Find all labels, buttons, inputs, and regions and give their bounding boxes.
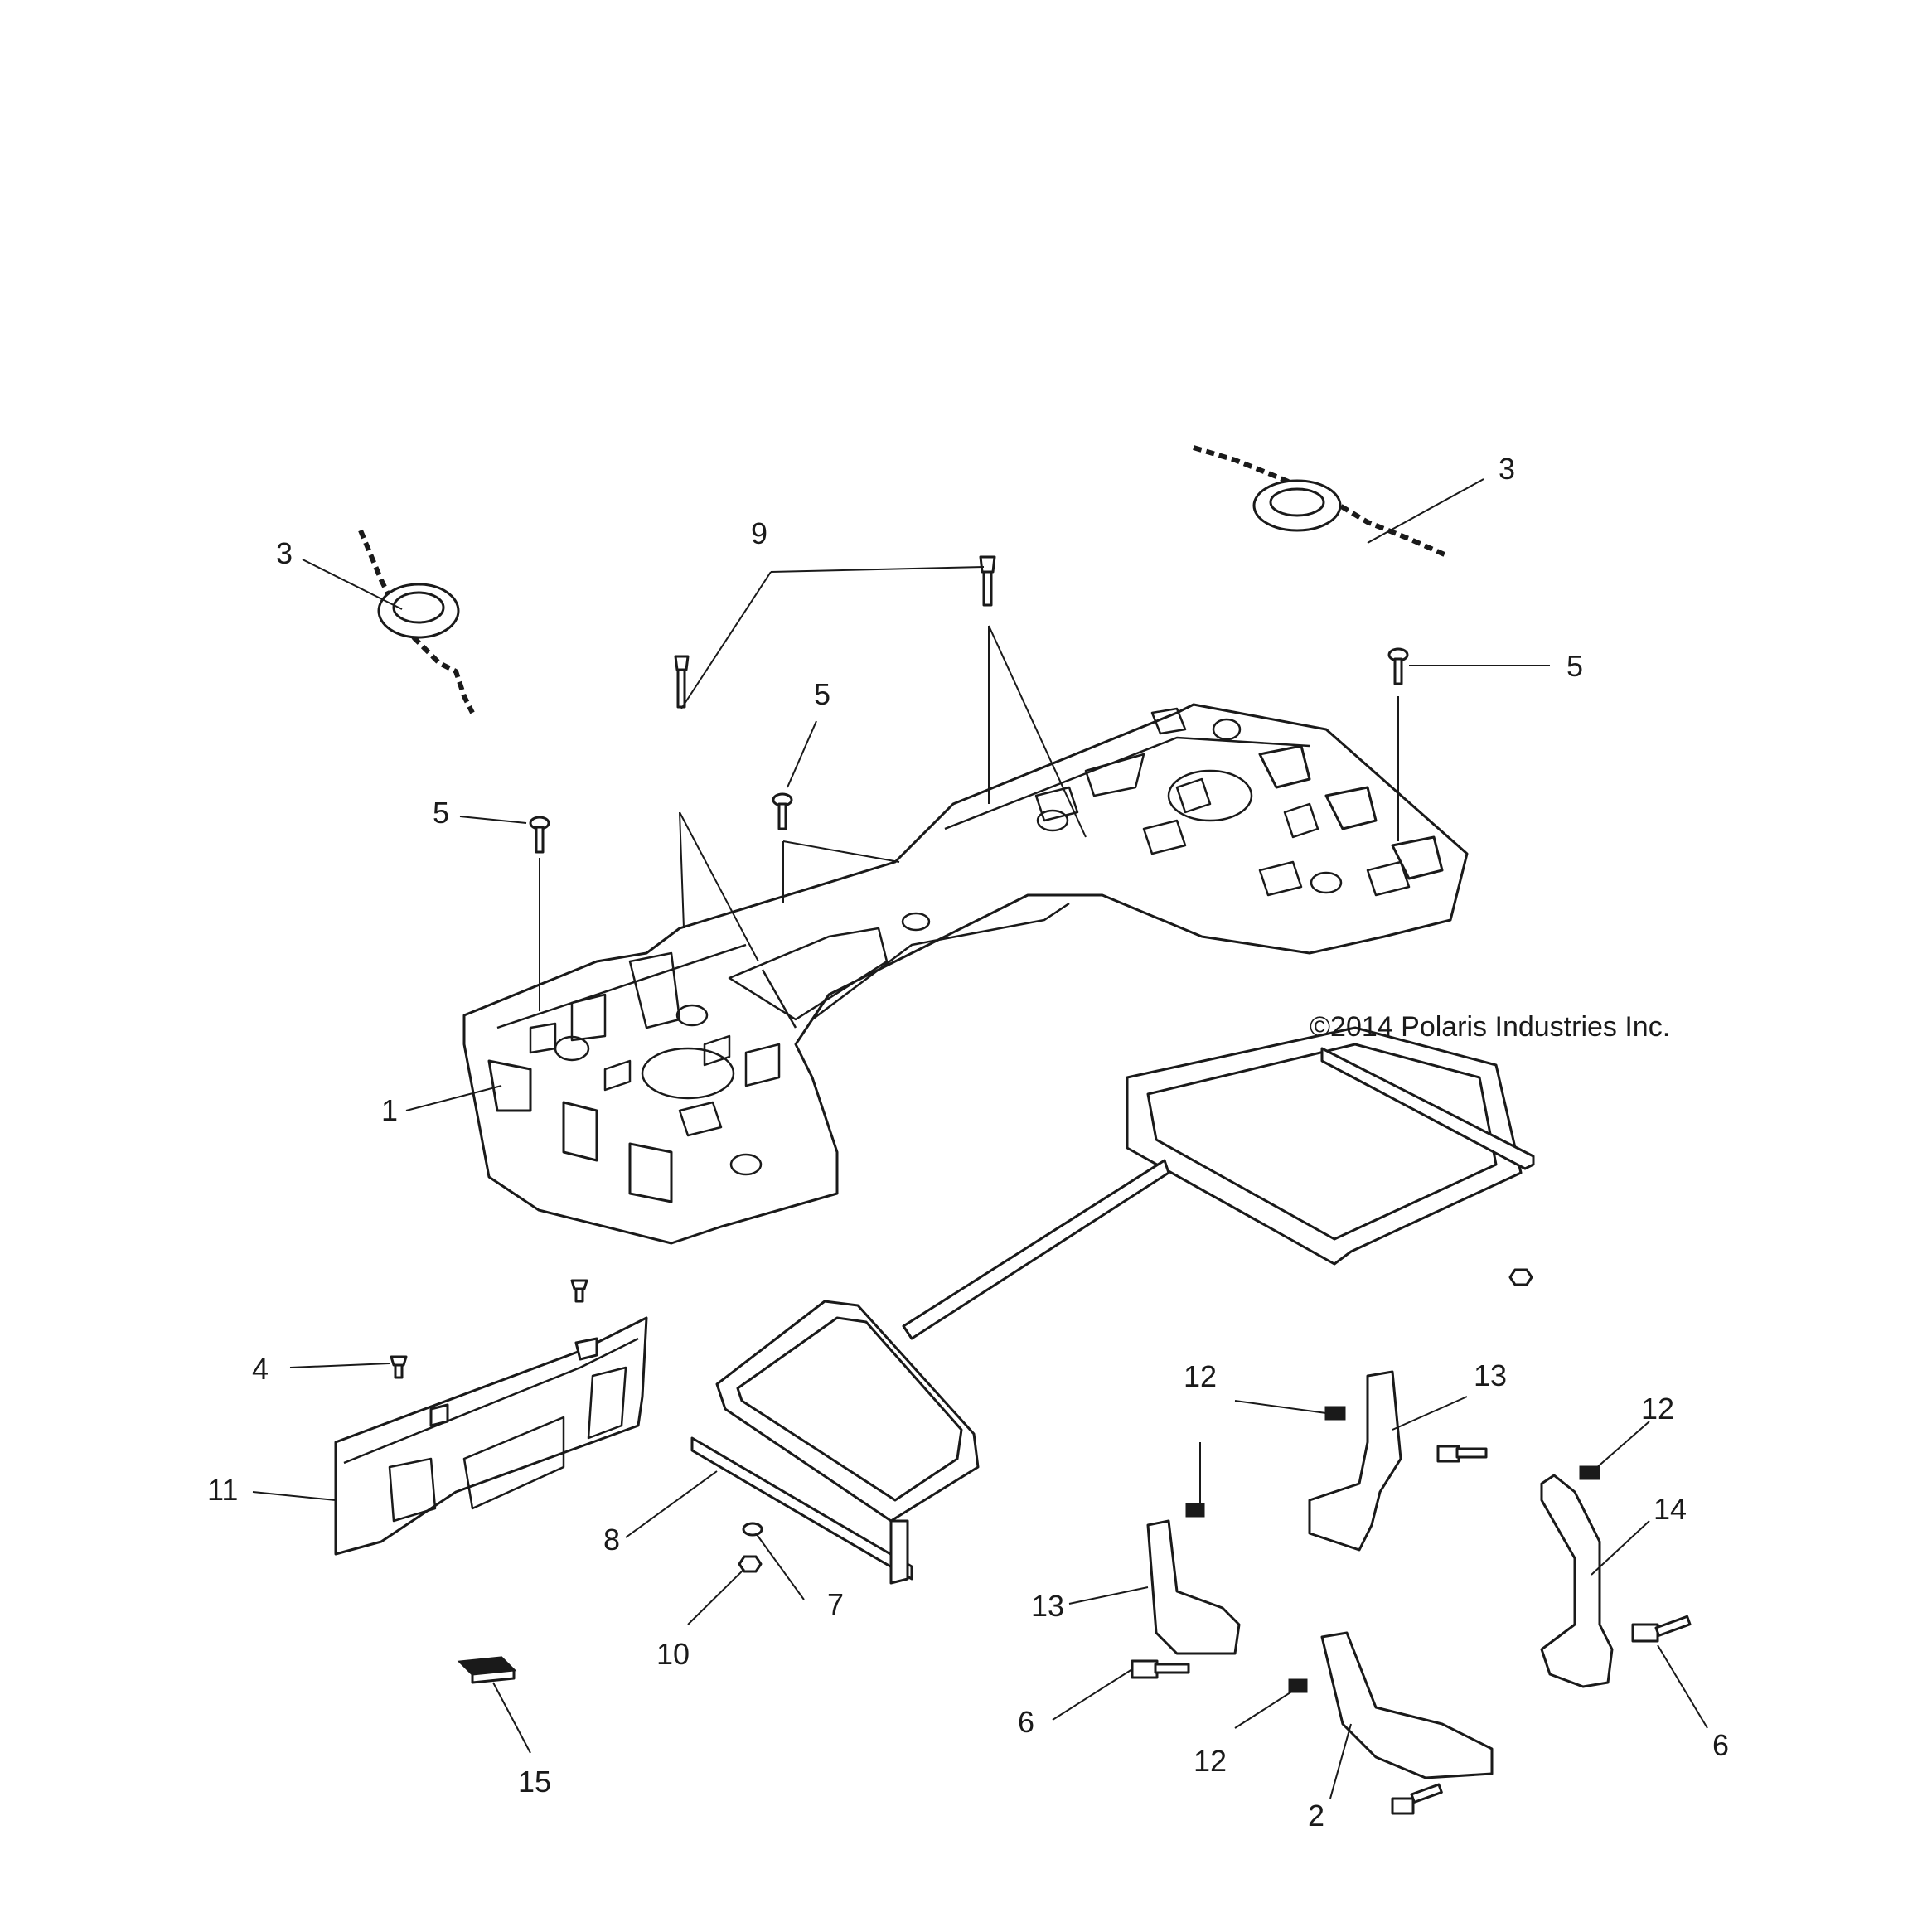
screw-5-left [529,816,550,854]
nut-right [1508,1268,1533,1286]
callout-6-left: 6 [1018,1705,1034,1739]
callout-15: 15 [518,1765,551,1799]
nut-10 [738,1555,763,1573]
washer-7 [742,1522,763,1537]
callout-5-middle: 5 [814,677,830,711]
screw-5-middle [772,792,793,830]
callout-5-left: 5 [433,796,449,830]
clip-12-b [1185,1503,1205,1518]
strap-3-left [358,529,475,714]
bolt-9-left [674,655,690,709]
clip-12-c [1579,1465,1600,1480]
pad-15 [457,1656,517,1684]
callout-3-left: 3 [276,536,293,570]
callout-6-right: 6 [1712,1728,1729,1762]
bracket-2 [1320,1631,1494,1779]
strap-3-right [1193,445,1448,558]
callout-12-bottom: 12 [1194,1744,1227,1778]
callout-2: 2 [1308,1799,1324,1833]
bolt-upper [1436,1445,1488,1463]
callout-8: 8 [603,1523,620,1557]
rear-panel [334,1316,648,1556]
bracket-14 [1540,1474,1614,1688]
callout-9: 9 [751,516,767,550]
rivet-4-lower [390,1355,408,1379]
brackets [1146,1370,1614,1779]
screw-5-right [1387,647,1409,685]
callout-5-right: 5 [1566,649,1583,683]
clip-12-a [1324,1406,1346,1421]
bracket-13-upper [1308,1370,1402,1552]
clip-12-d [1288,1678,1308,1693]
callout-4: 4 [252,1352,269,1386]
callout-12-top: 12 [1184,1359,1217,1393]
bolt-6-left [1131,1659,1190,1679]
callout-11: 11 [207,1473,238,1507]
bolt-6-right [1631,1615,1692,1643]
leader-lines [252,478,1708,1799]
callout-7: 7 [827,1587,844,1621]
copyright-notice: ©2014 Polaris Industries Inc. [1310,1011,1670,1043]
callout-13-lower: 13 [1031,1589,1064,1623]
fasteners [358,445,1692,1815]
callout-12-right: 12 [1641,1392,1674,1426]
callout-labels: 1 2 3 3 4 5 5 5 6 6 7 8 9 10 11 12 12 12… [207,452,1729,1833]
bolt-9-right [979,555,996,607]
callout-13-upper: 13 [1474,1358,1507,1392]
callout-14: 14 [1654,1492,1687,1526]
callout-1: 1 [381,1093,398,1127]
bolt-lower [1391,1783,1443,1815]
callout-10: 10 [656,1637,690,1671]
bracket-13-lower [1146,1519,1241,1655]
rack-support-frame [690,1026,1535,1585]
rack-assembly [462,703,1469,1245]
callout-3-right: 3 [1499,452,1515,486]
rivet-4-upper [570,1279,588,1303]
